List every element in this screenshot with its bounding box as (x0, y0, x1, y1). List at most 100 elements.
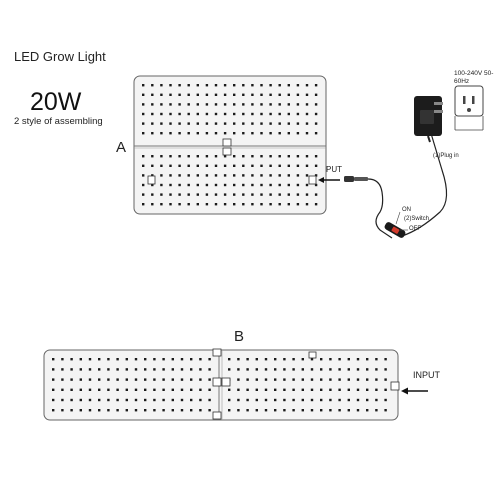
led-chip (287, 193, 290, 196)
led-chip (338, 358, 341, 361)
led-chip (251, 132, 254, 135)
input-connector (344, 176, 368, 182)
led-chip (251, 164, 254, 167)
led-chip (356, 358, 360, 361)
led-chip (329, 378, 332, 381)
led-chip (208, 358, 211, 361)
led-chip (310, 409, 314, 412)
led-chip (151, 174, 154, 177)
led-chip (366, 378, 369, 381)
led-chip (125, 398, 128, 402)
led-chip (208, 398, 211, 402)
led-chip (287, 112, 290, 116)
led-chip (169, 164, 172, 167)
assembly-a-label: A (116, 139, 127, 156)
led-chip (338, 398, 341, 402)
led-chip (301, 388, 304, 391)
assembly-subtitle: 2 style of assembling (14, 116, 103, 127)
led-chip (287, 93, 290, 96)
led-chip (162, 398, 165, 402)
led-chip (223, 174, 227, 177)
led-chip (70, 378, 73, 381)
led-chip (171, 358, 174, 361)
led-chip (296, 174, 300, 177)
led-chip (70, 388, 73, 391)
led-chip (142, 103, 145, 106)
led-chip (142, 132, 145, 135)
led-chip (169, 183, 172, 187)
led-chip (178, 93, 181, 96)
led-chip (199, 388, 202, 391)
wall-outlet (454, 85, 484, 131)
led-chip (214, 122, 218, 125)
led-chip (260, 132, 263, 135)
led-chip (283, 398, 286, 402)
led-chip (314, 164, 318, 167)
led-chip (264, 409, 268, 412)
led-chip (269, 164, 272, 167)
led-chip (190, 409, 193, 412)
led-chip (296, 122, 300, 125)
led-chip (338, 368, 341, 371)
led-chip (169, 193, 172, 196)
led-chip (255, 388, 258, 391)
led-chip (162, 388, 165, 391)
led-chip (223, 112, 227, 116)
led-chip (151, 84, 154, 87)
led-chip (347, 358, 350, 361)
led-chip (292, 378, 295, 381)
led-chip (178, 132, 181, 135)
led-chip (296, 132, 300, 135)
led-chip (107, 388, 110, 391)
led-chip (153, 388, 156, 391)
led-chip (178, 193, 181, 196)
input-b-arrow (401, 387, 428, 395)
led-chip (260, 93, 263, 96)
led-chip (356, 388, 360, 391)
led-chip (88, 378, 92, 381)
led-chip (61, 358, 64, 361)
led-chip (278, 84, 281, 87)
led-chip (329, 368, 332, 371)
led-chip (301, 368, 304, 371)
led-chip (314, 132, 318, 135)
led-chip (142, 164, 145, 167)
led-chip (223, 183, 227, 187)
led-chip (296, 93, 300, 96)
led-chip (153, 378, 156, 381)
led-chip (310, 378, 314, 381)
led-chip (125, 358, 128, 361)
led-chip (228, 358, 231, 361)
led-chip (52, 378, 55, 381)
led-chip (301, 358, 304, 361)
led-chip (144, 409, 147, 412)
led-chip (169, 174, 172, 177)
led-chip (223, 132, 227, 135)
led-chip (116, 409, 119, 412)
led-chip (70, 368, 73, 371)
led-chip (196, 132, 199, 135)
led-chip (169, 132, 172, 135)
led-chip (142, 112, 145, 116)
led-chip (88, 358, 92, 361)
led-chip (187, 155, 190, 158)
led-chip (178, 174, 181, 177)
led-chip (88, 388, 92, 391)
led-chip (199, 358, 202, 361)
led-chip (142, 155, 145, 158)
led-chip (205, 132, 209, 135)
led-chip (233, 103, 236, 106)
led-chip (196, 122, 199, 125)
led-chip (283, 368, 286, 371)
led-chip (233, 164, 236, 167)
led-chip (366, 388, 369, 391)
led-chip (260, 203, 263, 206)
led-chip (187, 183, 190, 187)
led-chip (287, 164, 290, 167)
led-chip (187, 122, 190, 125)
led-chip (52, 388, 55, 391)
led-chip (305, 122, 309, 125)
led-chip (196, 112, 199, 116)
led-chip (314, 183, 318, 187)
led-chip (310, 368, 314, 371)
